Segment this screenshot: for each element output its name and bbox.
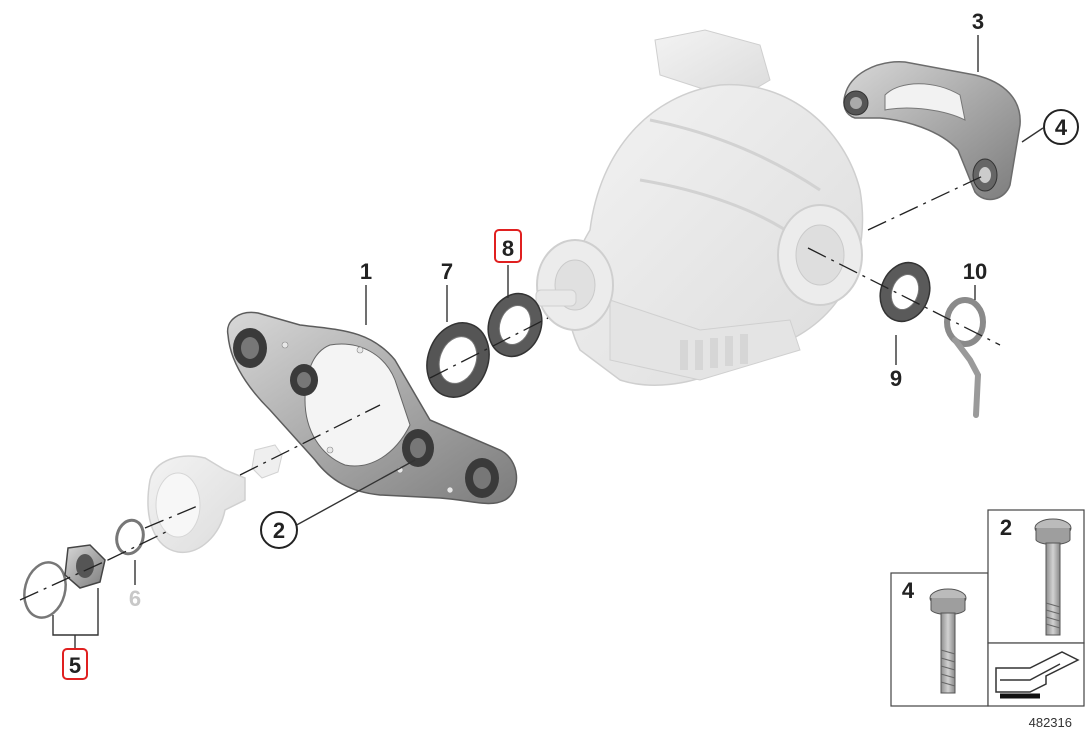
assembly-axes (19, 174, 1001, 601)
shaft-seal-part-9 (879, 261, 931, 323)
shaft-seal-part-8 (487, 292, 543, 358)
callout-8[interactable]: 8 (502, 236, 514, 261)
differential-housing (535, 29, 864, 386)
callout-8-highlight (494, 229, 522, 263)
callout-2[interactable]: 2 (273, 518, 285, 543)
callout-3[interactable]: 3 (972, 9, 984, 34)
inset-bolt-2-label: 2 (1000, 515, 1012, 540)
callout-2-circle (260, 511, 298, 549)
callout-4-circle (1043, 109, 1079, 145)
inset-bolt-4-label: 4 (902, 578, 915, 603)
callout-7[interactable]: 7 (441, 259, 453, 284)
bolt-inset-panel: 2 4 (890, 509, 1085, 707)
locking-clip-part-10 (944, 297, 986, 418)
rear-mount-bracket-part-3 (843, 61, 1021, 201)
leader-lines (52, 35, 1044, 650)
subframe-carrier-part-1 (226, 311, 518, 505)
collar-nut-part-5 (23, 544, 106, 619)
callout-6[interactable]: 6 (129, 586, 141, 611)
callout-1[interactable]: 1 (360, 259, 372, 284)
ring-part-6 (115, 518, 145, 556)
output-flange (147, 444, 283, 553)
short-bolt-icon (929, 588, 967, 694)
diagram-number: 482316 (1029, 715, 1072, 730)
callout-10[interactable]: 10 (963, 259, 987, 284)
shaft-seal-part-7 (426, 322, 490, 398)
callout-5[interactable]: 5 (69, 653, 81, 678)
callout-4[interactable]: 4 (1055, 115, 1068, 140)
long-bolt-icon (1034, 518, 1072, 636)
callout-9[interactable]: 9 (890, 366, 902, 391)
direction-arrow-icon (995, 651, 1080, 699)
callout-5-highlight (62, 648, 88, 680)
